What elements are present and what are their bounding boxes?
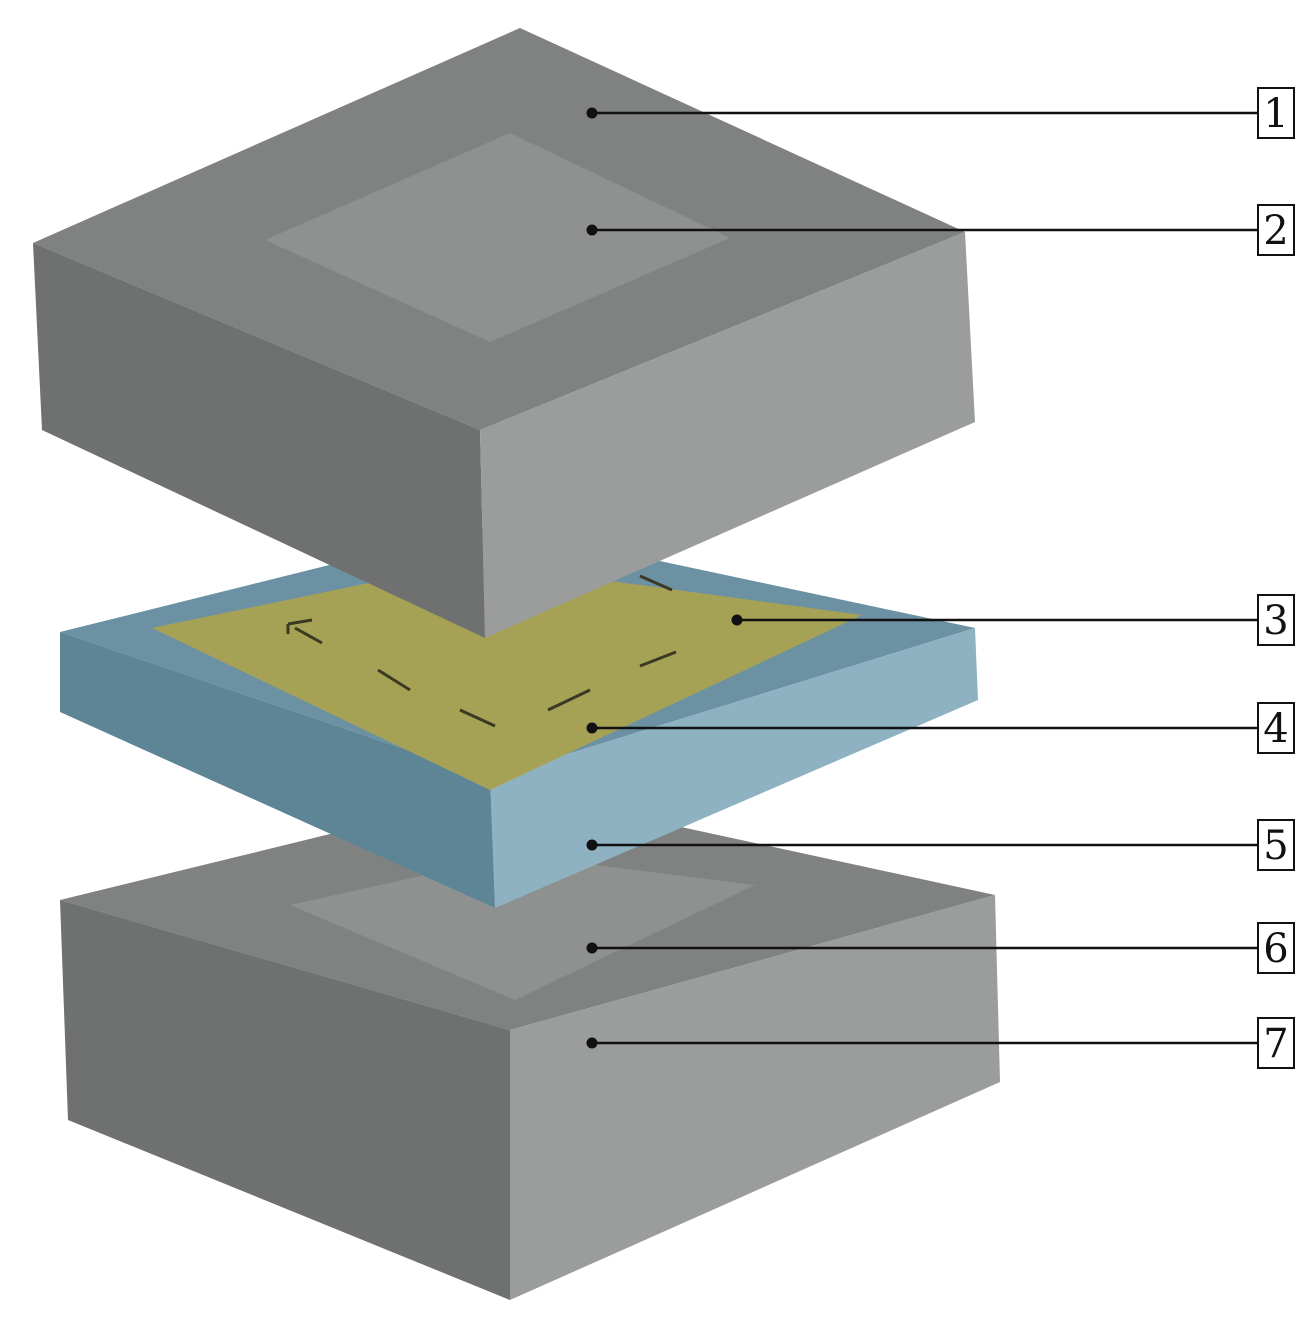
top-block-right-face: [480, 232, 975, 638]
callout-3: 3: [731, 594, 1295, 646]
callout-5: 5: [586, 819, 1295, 871]
bottom-block-left-face: [60, 900, 510, 1300]
callout-7: 7: [586, 1017, 1295, 1069]
top-insert: [265, 133, 730, 342]
bottom-block: [60, 790, 1000, 1300]
callout-1: 1: [586, 87, 1295, 139]
bottom-block-right-face: [510, 895, 1000, 1300]
leader-dot: [731, 614, 743, 626]
callout-label: 3: [1263, 598, 1288, 644]
middle-plate: [60, 525, 978, 908]
callout-2: 2: [586, 204, 1295, 256]
callout-6: 6: [586, 922, 1295, 974]
callout-label: 5: [1263, 823, 1288, 869]
callout-box: [1257, 819, 1295, 871]
callout-label: 1: [1263, 91, 1288, 137]
callout-box: [1257, 702, 1295, 754]
leader-dot: [586, 1037, 598, 1049]
leader-dot: [586, 107, 598, 119]
callout-box: [1257, 87, 1295, 139]
leader-dot: [586, 942, 598, 954]
bottom-insert: [290, 855, 755, 1000]
leader-dot: [586, 224, 598, 236]
callout-label: 6: [1263, 926, 1288, 972]
top-block-left-face: [33, 243, 485, 638]
callout-box: [1257, 594, 1295, 646]
callout-group: 1 2 3 4 5 6 7: [586, 87, 1295, 1069]
callout-label: 2: [1263, 208, 1288, 254]
dashed-line-pattern: [286, 574, 677, 728]
plate-left-face: [60, 632, 495, 908]
callout-box: [1257, 204, 1295, 256]
plate-right-face: [490, 628, 978, 908]
callout-box: [1257, 1017, 1295, 1069]
leader-dot: [586, 839, 598, 851]
leader-dot: [586, 722, 598, 734]
top-block: [33, 28, 975, 638]
sheet-layer: [152, 562, 862, 790]
callout-box: [1257, 922, 1295, 974]
callout-4: 4: [586, 702, 1295, 754]
callout-label: 7: [1263, 1021, 1288, 1067]
callout-label: 4: [1263, 706, 1288, 752]
